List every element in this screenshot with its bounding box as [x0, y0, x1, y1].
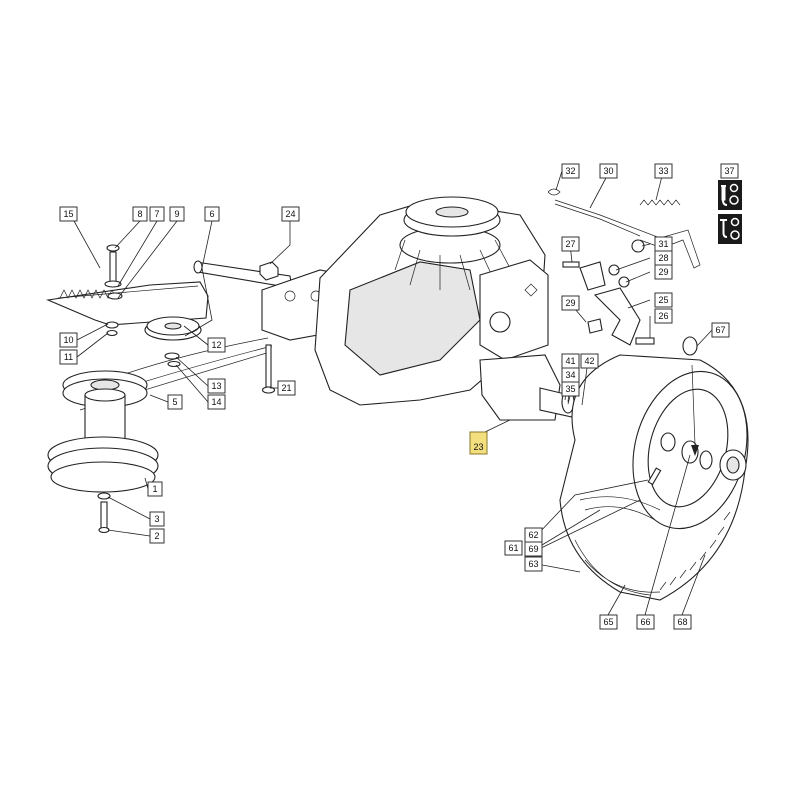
- callout-label: 13: [211, 381, 221, 391]
- callout-41[interactable]: 41: [561, 353, 580, 369]
- callout-label: 27: [565, 239, 575, 249]
- callout-24[interactable]: 24: [281, 206, 300, 222]
- callout-label: 29: [658, 267, 668, 277]
- callout-label: 9: [174, 209, 179, 219]
- callout-label: 1: [152, 484, 157, 494]
- callout-32[interactable]: 32: [561, 163, 580, 179]
- callout-label: 42: [584, 356, 594, 366]
- callout-label: 12: [211, 340, 221, 350]
- callout-label: 69: [528, 544, 538, 554]
- callout-1[interactable]: 1: [147, 481, 163, 497]
- callout-67[interactable]: 67: [711, 322, 730, 338]
- callout-label: 34: [565, 370, 575, 380]
- callout-9[interactable]: 9: [169, 206, 185, 222]
- tool-lube-icon: [718, 180, 742, 210]
- callout-61[interactable]: 61: [504, 540, 523, 556]
- callout-label: 5: [172, 397, 177, 407]
- callout-label: 41: [565, 356, 575, 366]
- callout-label: 26: [658, 311, 668, 321]
- callout-66[interactable]: 66: [636, 614, 655, 630]
- callout-label: 2: [154, 531, 159, 541]
- callout-label: 37: [724, 166, 734, 176]
- transaxle-assembly: [193, 196, 641, 433]
- callout-label: 3: [154, 514, 159, 524]
- wheel-assembly: [559, 336, 749, 601]
- tool-service-icon: [718, 214, 742, 244]
- left-belt-assembly: [45, 244, 273, 534]
- callout-65[interactable]: 65: [599, 614, 618, 630]
- callout-11[interactable]: 11: [59, 349, 78, 365]
- callout-label: 33: [658, 166, 668, 176]
- callout-69[interactable]: 69: [524, 541, 543, 557]
- callout-8[interactable]: 8: [132, 206, 148, 222]
- callout-label: 24: [285, 209, 295, 219]
- callout-label: 66: [640, 617, 650, 627]
- callout-25[interactable]: 25: [654, 292, 673, 308]
- callout-label: 68: [677, 617, 687, 627]
- callout-21[interactable]: 21: [277, 380, 296, 396]
- callout-33[interactable]: 33: [654, 163, 673, 179]
- callout-label: 28: [658, 253, 668, 263]
- callout-label: 15: [63, 209, 73, 219]
- callout-68[interactable]: 68: [673, 614, 692, 630]
- callout-label: 62: [528, 530, 538, 540]
- callout-23[interactable]: 23: [469, 431, 488, 455]
- callout-label: 10: [63, 335, 73, 345]
- callout-label: 7: [154, 209, 159, 219]
- callout-label: 31: [658, 239, 668, 249]
- callout-31[interactable]: 31: [654, 236, 673, 252]
- callout-63[interactable]: 63: [524, 556, 543, 572]
- callout-29-a[interactable]: 29: [654, 264, 673, 280]
- callout-7[interactable]: 7: [149, 206, 165, 222]
- callout-13[interactable]: 13: [207, 378, 226, 394]
- callout-28[interactable]: 28: [654, 250, 673, 266]
- callout-label: 29: [565, 298, 575, 308]
- callout-label: 25: [658, 295, 668, 305]
- callout-37[interactable]: 37: [720, 163, 739, 179]
- callout-14[interactable]: 14: [207, 394, 226, 410]
- callout-label: 35: [565, 384, 575, 394]
- callout-35[interactable]: 35: [561, 381, 580, 397]
- callout-label: 63: [528, 559, 538, 569]
- callout-6[interactable]: 6: [204, 206, 220, 222]
- callout-62[interactable]: 62: [524, 527, 543, 543]
- callout-label: 23: [473, 442, 483, 452]
- callout-label: 6: [209, 209, 214, 219]
- callout-5[interactable]: 5: [167, 394, 183, 410]
- callout-2[interactable]: 2: [149, 528, 165, 544]
- callout-label: 61: [508, 543, 518, 553]
- callout-label: 67: [715, 325, 725, 335]
- callout-26[interactable]: 26: [654, 308, 673, 324]
- callout-label: 8: [137, 209, 142, 219]
- callout-27[interactable]: 27: [561, 236, 580, 252]
- leader-lines: [73, 170, 713, 616]
- callout-label: 21: [281, 383, 291, 393]
- callout-30[interactable]: 30: [599, 163, 618, 179]
- callout-29-b[interactable]: 29: [561, 295, 580, 311]
- callout-15[interactable]: 15: [59, 206, 78, 222]
- callout-label: 14: [211, 397, 221, 407]
- callout-label: 32: [565, 166, 575, 176]
- callout-label: 30: [603, 166, 613, 176]
- callout-34[interactable]: 34: [561, 367, 580, 383]
- callout-label: 11: [64, 352, 73, 362]
- callout-12[interactable]: 12: [207, 337, 226, 353]
- callout-42[interactable]: 42: [580, 353, 599, 369]
- callout-label: 65: [603, 617, 613, 627]
- callout-10[interactable]: 10: [59, 332, 78, 348]
- callout-3[interactable]: 3: [149, 511, 165, 527]
